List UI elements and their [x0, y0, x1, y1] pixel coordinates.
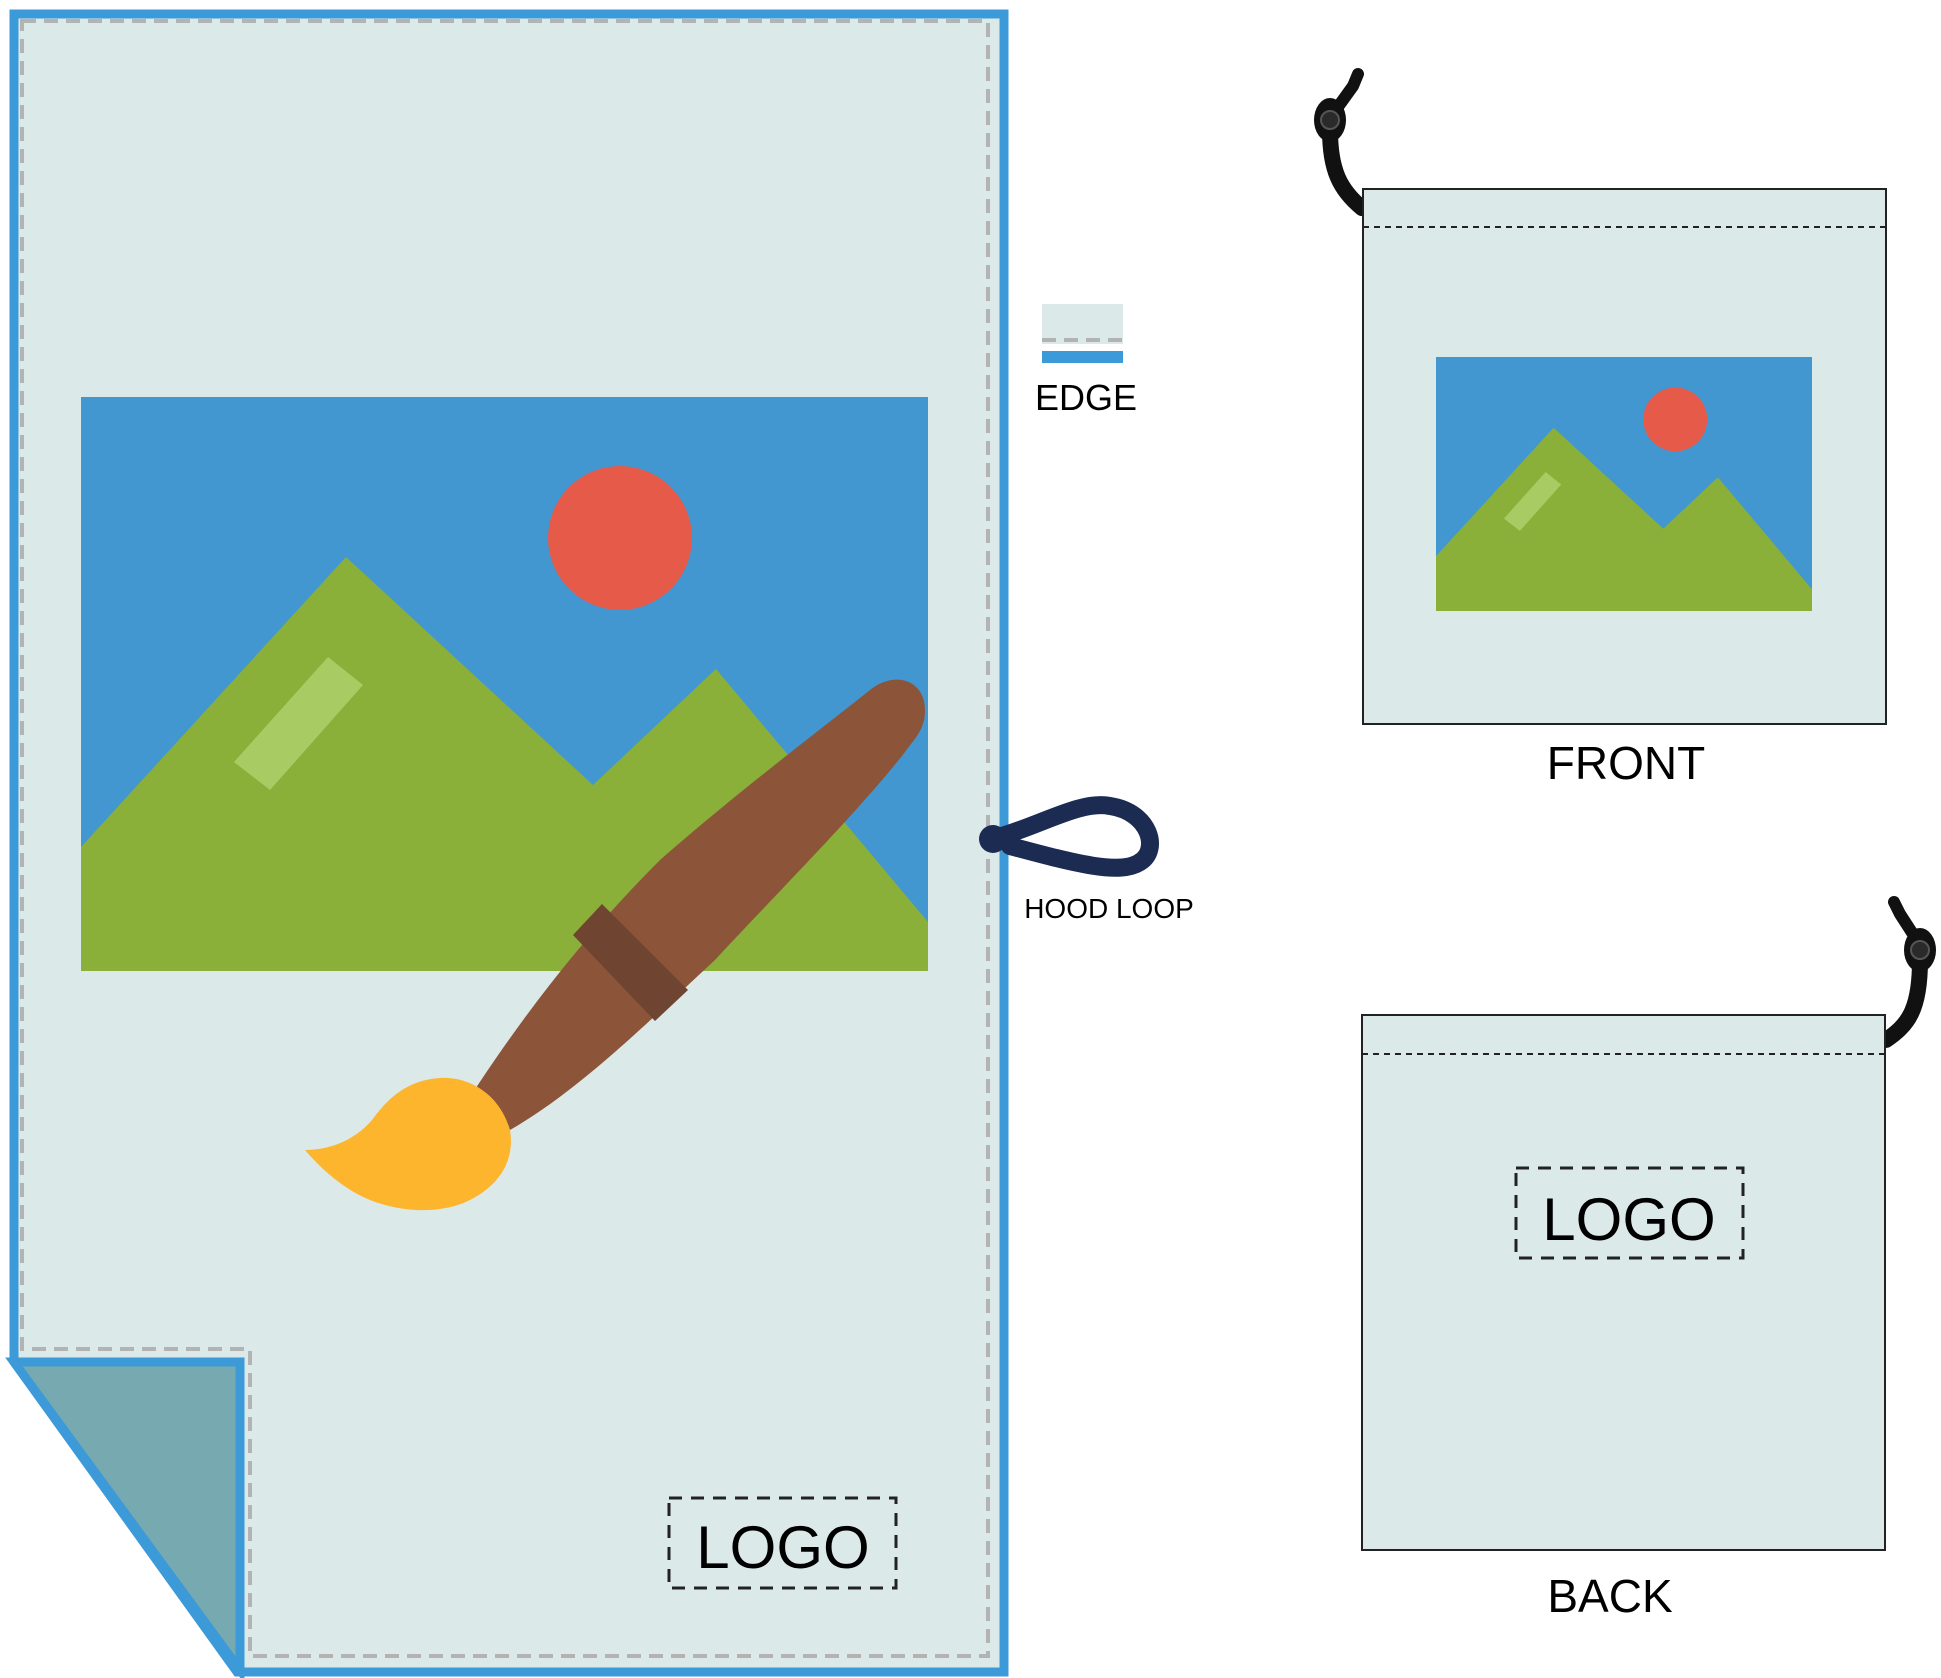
cord-lock-icon — [1888, 896, 1936, 972]
towel-logo-box — [667, 1496, 898, 1590]
cord-lock-icon — [1314, 68, 1364, 142]
towel-logo: LOGO — [667, 1496, 898, 1590]
edge-label: EDGE — [1035, 377, 1137, 418]
edge-swatch-binding — [1042, 351, 1123, 363]
towel-stitch-line — [20, 19, 990, 1658]
front-picture-icon — [1436, 357, 1812, 611]
back-drawcord — [1878, 952, 1928, 1048]
back-bag: LOGO BACK — [1361, 896, 1936, 1622]
back-logo-box — [1514, 1166, 1745, 1260]
folded-corner — [5, 1357, 245, 1678]
edge-legend: EDGE — [1035, 304, 1137, 418]
back-label: BACK — [1547, 1570, 1673, 1622]
towel-logo-text: LOGO — [696, 1514, 869, 1581]
back-logo-text: LOGO — [1542, 1186, 1715, 1253]
back-bag-body — [1361, 1014, 1886, 1551]
hood-loop-label: HOOD LOOP — [1024, 893, 1194, 924]
landscape-picture-icon — [81, 397, 928, 971]
hood-loop-icon — [979, 796, 1159, 877]
edge-swatch-fabric — [1042, 304, 1123, 344]
front-label: FRONT — [1547, 737, 1705, 789]
front-bag: FRONT — [1314, 68, 1887, 789]
front-drawcord — [1322, 122, 1370, 216]
paintbrush-icon — [305, 679, 925, 1211]
